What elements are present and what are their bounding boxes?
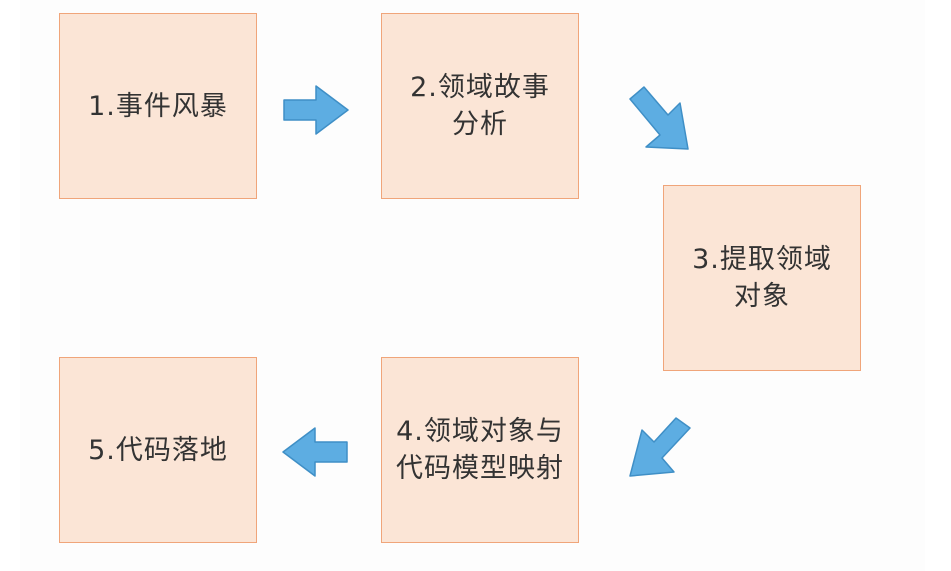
step-5-box: 5.代码落地 xyxy=(59,357,257,543)
step-2-label: 2.领域故事 分析 xyxy=(410,69,550,143)
arrow-right-icon xyxy=(283,85,349,135)
arrow-down-right-icon xyxy=(629,86,689,150)
step-4-line1: 4.领域对象与 xyxy=(396,416,564,447)
step-3-label: 3.提取领域 对象 xyxy=(692,241,832,315)
step-5-label: 5.代码落地 xyxy=(88,432,228,469)
step-3-box: 3.提取领域 对象 xyxy=(663,185,861,371)
step-2-line2: 分析 xyxy=(451,109,508,140)
step-1-line1: 1.事件风暴 xyxy=(88,90,228,122)
step-2-box: 2.领域故事 分析 xyxy=(381,13,579,199)
arrow-left-icon xyxy=(282,427,348,477)
arrow-down-left-icon xyxy=(629,417,691,477)
step-5-line1: 5.代码落地 xyxy=(88,434,228,466)
step-1-label: 1.事件风暴 xyxy=(88,88,228,125)
step-4-line2: 代码模型映射 xyxy=(396,453,564,484)
step-4-box: 4.领域对象与 代码模型映射 xyxy=(381,357,579,543)
step-1-box: 1.事件风暴 xyxy=(59,13,257,199)
step-3-line1: 3.提取领域 xyxy=(692,244,832,275)
step-2-line1: 2.领域故事 xyxy=(410,72,550,103)
step-3-line2: 对象 xyxy=(733,281,790,312)
step-4-label: 4.领域对象与 代码模型映射 xyxy=(396,413,564,487)
